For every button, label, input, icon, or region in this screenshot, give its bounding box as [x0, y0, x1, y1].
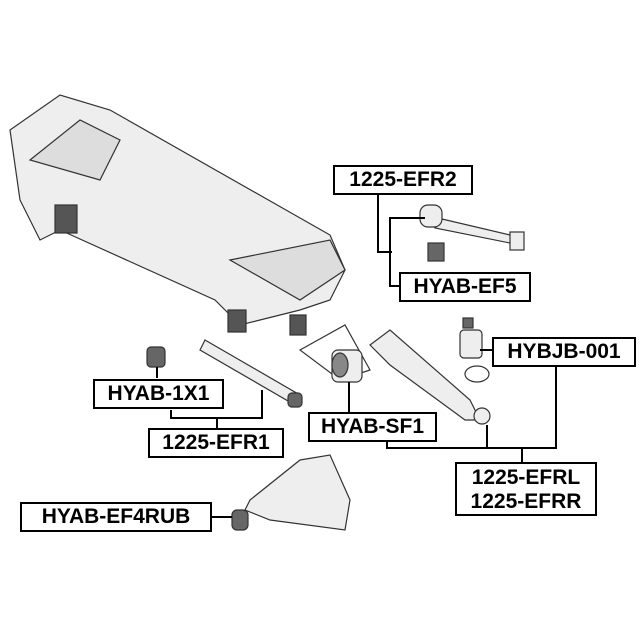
label-1225-efrl-efrr: 1225-EFRL 1225-EFRR — [455, 462, 597, 516]
label-hyab-ef4rub: HYAB-EF4RUB — [20, 502, 212, 532]
label-1225-efr2: 1225-EFR2 — [333, 165, 473, 195]
parts — [146, 204, 525, 531]
label-1225-efrr: 1225-EFRR — [470, 490, 582, 513]
leader-lines — [156, 193, 557, 518]
label-hyab-ef5: HYAB-EF5 — [399, 272, 531, 302]
label-1225-efrl: 1225-EFRL — [471, 466, 581, 489]
label-hyab-sf1: HYAB-SF1 — [308, 412, 437, 442]
subframe — [9, 94, 346, 336]
label-hyab-1x1: HYAB-1X1 — [93, 379, 224, 409]
label-hybjb-001: HYBJB-001 — [492, 337, 636, 367]
label-1225-efr1: 1225-EFR1 — [148, 428, 284, 458]
